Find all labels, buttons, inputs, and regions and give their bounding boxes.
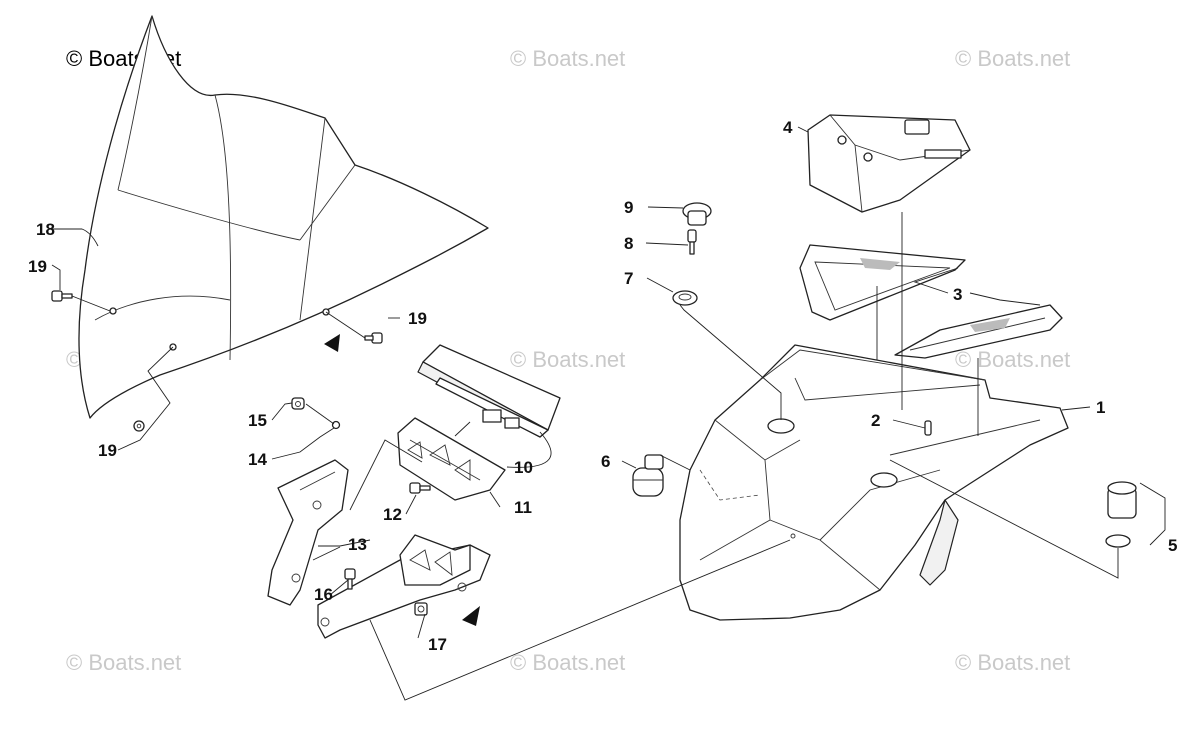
callout-1: 1 (1096, 398, 1105, 417)
callout-6: 6 (601, 452, 610, 471)
callout-19: 19 (98, 441, 117, 460)
watermark-text: © Boats.net (510, 650, 626, 675)
callout-12: 12 (383, 505, 402, 524)
console-cover-part[interactable] (807, 114, 971, 213)
bolt-part[interactable] (414, 602, 428, 616)
watermark-text: © Boats.net (66, 650, 182, 675)
callout-7: 7 (624, 269, 633, 288)
watermark-text: © Boats.net (955, 650, 1071, 675)
windshield-part[interactable] (78, 15, 489, 419)
screw-part[interactable] (364, 332, 383, 344)
callout-15: 15 (248, 411, 267, 430)
watermark-text: © Boats.net (955, 347, 1071, 372)
callout-8: 8 (624, 234, 633, 253)
callout-11: 11 (514, 498, 532, 517)
callout-4: 4 (783, 118, 793, 137)
screw-part[interactable] (51, 290, 73, 302)
hood-nose-part[interactable] (679, 344, 1069, 621)
screw-part[interactable] (344, 568, 356, 590)
callout-3: 3 (953, 285, 962, 304)
callout-16: 16 (314, 585, 333, 604)
key-part[interactable] (687, 229, 697, 255)
callout-19: 19 (408, 309, 427, 328)
callout-13: 13 (348, 535, 367, 554)
switch-housing-part[interactable] (632, 454, 664, 497)
callout-18: 18 (36, 220, 55, 239)
screw-part[interactable] (924, 420, 932, 436)
callout-14: 14 (248, 450, 267, 469)
callout-5: 5 (1168, 536, 1177, 555)
washer-part[interactable] (331, 420, 341, 430)
gauge-bracket-part[interactable] (397, 417, 506, 501)
trim-panel-part[interactable] (894, 304, 1063, 359)
callout-19: 19 (28, 257, 47, 276)
direction-arrow-icon (462, 606, 480, 626)
ignition-nut-part[interactable] (672, 290, 698, 306)
key-cap-part[interactable] (682, 202, 712, 226)
leader-lines (51, 126, 1166, 701)
power-outlet-part[interactable] (1105, 481, 1137, 548)
nut-part[interactable] (291, 397, 305, 410)
watermark-text: © Boats.net (510, 347, 626, 372)
callout-17: 17 (428, 635, 447, 654)
mounting-bracket-part[interactable] (267, 459, 491, 639)
display-gauge-part[interactable] (417, 344, 561, 438)
direction-arrow-icon (324, 334, 340, 352)
screw-part[interactable] (409, 482, 431, 494)
callout-9: 9 (624, 198, 633, 217)
callout-2: 2 (871, 411, 880, 430)
callout-10: 10 (514, 458, 533, 477)
trim-panel-part[interactable] (799, 244, 966, 321)
watermark-text: © Boats.net (510, 46, 626, 71)
washer-part[interactable] (133, 420, 145, 432)
watermark-text: © Boats.net (955, 46, 1071, 71)
